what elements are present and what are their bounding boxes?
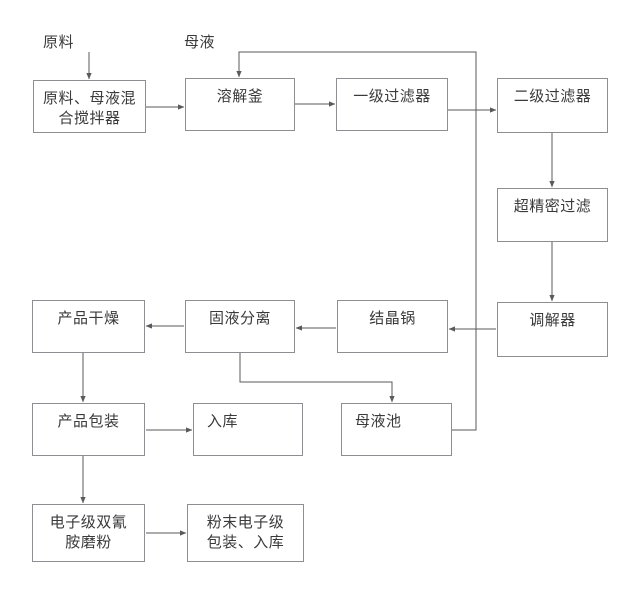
flow-label-mother-liquor-inlet: 母液 xyxy=(184,33,216,51)
flow-edge xyxy=(239,353,395,403)
flow-node-label: 超精密过滤 xyxy=(513,197,592,215)
flow-node-label: 原料、母液混 合搅拌器 xyxy=(42,89,136,128)
flow-node-warehouse[interactable]: 入库 xyxy=(193,403,303,456)
flow-node-ultra-fine-filter[interactable]: 超精密过滤 xyxy=(497,188,608,242)
flow-label-raw-material-inlet: 原料 xyxy=(43,33,75,51)
flow-node-crystallizer[interactable]: 结晶锅 xyxy=(337,300,448,353)
flow-node-label: 结晶锅 xyxy=(369,309,416,327)
flow-node-label: 产品干燥 xyxy=(57,309,120,327)
flow-node-label: 溶解釜 xyxy=(216,87,264,105)
flow-node-conditioner[interactable]: 调解器 xyxy=(497,302,608,357)
flow-node-label: 二级过滤器 xyxy=(513,87,592,105)
flow-node-grinding[interactable]: 电子级双氰 胺磨粉 xyxy=(32,504,145,562)
flow-node-powder-packing[interactable]: 粉末电子级 包装、入库 xyxy=(187,504,304,562)
flow-node-label: 调解器 xyxy=(529,311,576,329)
flow-node-label: 一级过滤器 xyxy=(353,87,431,105)
flow-node-label: 产品包装 xyxy=(57,412,120,430)
flow-node-label: 电子级双氰 胺磨粉 xyxy=(49,513,128,552)
flow-node-dissolving-kettle[interactable]: 溶解釜 xyxy=(185,78,295,131)
flow-node-solid-liquid-sep[interactable]: 固液分离 xyxy=(185,300,295,353)
flow-node-product-packing[interactable]: 产品包装 xyxy=(32,403,145,456)
flow-node-label: 入库 xyxy=(207,412,239,430)
flow-node-product-drying[interactable]: 产品干燥 xyxy=(32,300,145,353)
flow-node-label: 母液池 xyxy=(355,412,402,430)
flow-node-label: 粉末电子级 包装、入库 xyxy=(206,513,285,552)
flow-node-label: 固液分离 xyxy=(208,309,271,327)
flow-node-mixer[interactable]: 原料、母液混 合搅拌器 xyxy=(33,80,146,133)
flow-node-filter-stage1[interactable]: 一级过滤器 xyxy=(336,78,448,131)
flow-node-filter-stage2[interactable]: 二级过滤器 xyxy=(497,78,608,133)
flow-node-mother-liquor-pool[interactable]: 母液池 xyxy=(341,403,452,456)
